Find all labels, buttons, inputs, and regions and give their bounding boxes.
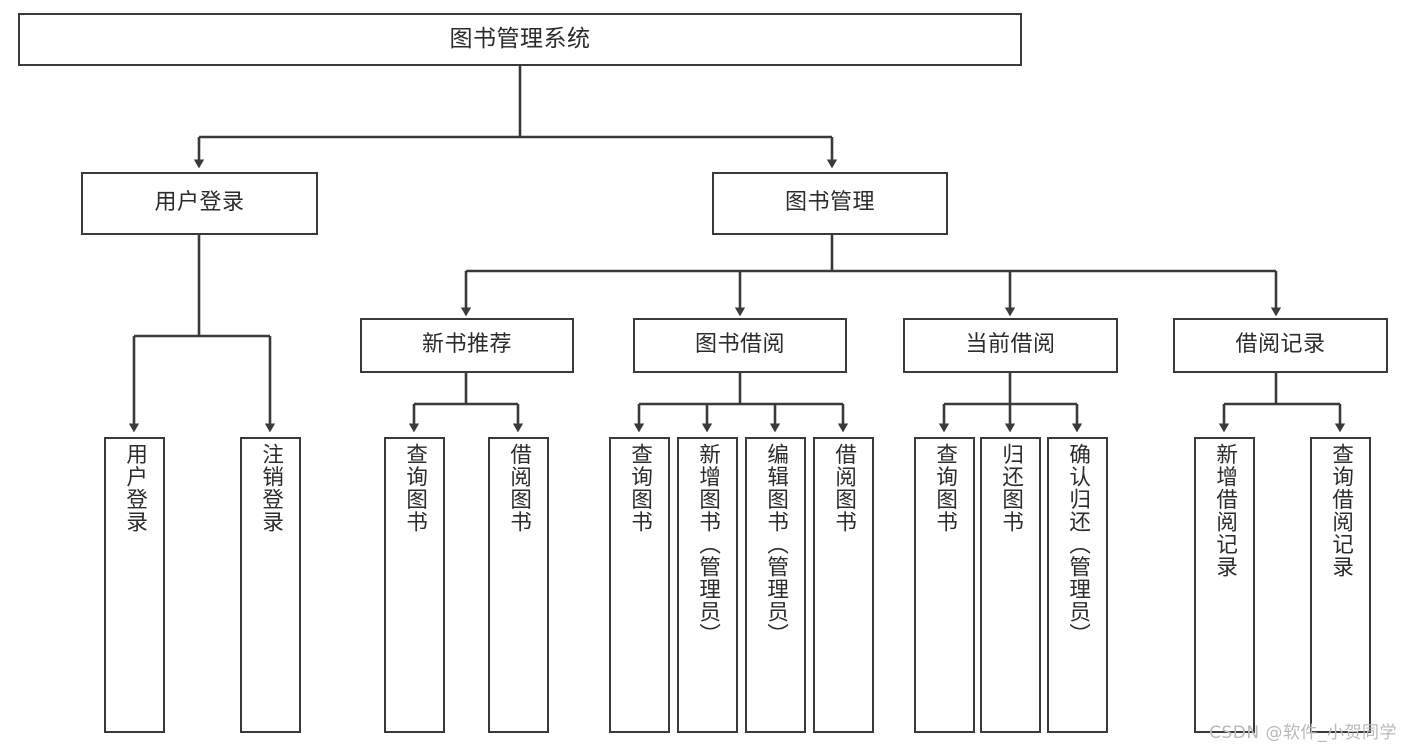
node-leaf-query-book-2-label: 查询图书 (627, 443, 653, 533)
node-leaf-query-book-3[interactable]: 查询图书 (914, 437, 975, 733)
node-leaf-confirm-return-label: 确认归还（管理员） (1065, 443, 1091, 646)
node-leaf-edit-book[interactable]: 编辑图书（管理员） (745, 437, 806, 733)
node-borrow-record-label: 借阅记录 (1235, 332, 1326, 358)
node-leaf-borrow-book-1-label: 借阅图书 (506, 443, 532, 533)
node-leaf-return-book-label: 归还图书 (998, 443, 1024, 533)
node-user-login-label: 用户登录 (154, 190, 245, 216)
node-leaf-add-book[interactable]: 新增图书（管理员） (677, 437, 738, 733)
node-book-management-label: 图书管理 (784, 190, 875, 216)
node-leaf-borrow-book-2-label: 借阅图书 (831, 443, 857, 533)
node-leaf-user-login-label: 用户登录 (122, 443, 148, 533)
node-book-borrow[interactable]: 图书借阅 (633, 318, 847, 373)
node-root[interactable]: 图书管理系统 (18, 13, 1022, 66)
node-leaf-add-borrow-record[interactable]: 新增借阅记录 (1194, 437, 1255, 733)
node-leaf-add-borrow-record-label: 新增借阅记录 (1212, 443, 1238, 578)
node-leaf-query-borrow-record[interactable]: 查询借阅记录 (1310, 437, 1371, 733)
node-current-borrow[interactable]: 当前借阅 (903, 318, 1118, 373)
node-leaf-logout-login[interactable]: 注销登录 (240, 437, 301, 733)
node-borrow-record[interactable]: 借阅记录 (1173, 318, 1388, 373)
node-book-management[interactable]: 图书管理 (712, 172, 948, 235)
node-leaf-confirm-return[interactable]: 确认归还（管理员） (1047, 437, 1108, 733)
node-leaf-query-book-1[interactable]: 查询图书 (384, 437, 445, 733)
node-new-book-recommend[interactable]: 新书推荐 (360, 318, 574, 373)
node-leaf-add-book-label: 新增图书（管理员） (695, 443, 721, 646)
node-root-label: 图书管理系统 (449, 25, 591, 52)
watermark: CSDN @软件_小贺同学 (1209, 723, 1397, 743)
node-leaf-borrow-book-2[interactable]: 借阅图书 (813, 437, 874, 733)
node-new-book-recommend-label: 新书推荐 (421, 332, 512, 358)
node-leaf-query-book-1-label: 查询图书 (402, 443, 428, 533)
node-leaf-query-book-3-label: 查询图书 (932, 443, 958, 533)
node-user-login[interactable]: 用户登录 (81, 172, 318, 235)
node-leaf-user-login[interactable]: 用户登录 (104, 437, 165, 733)
node-leaf-query-borrow-record-label: 查询借阅记录 (1328, 443, 1354, 578)
node-leaf-logout-login-label: 注销登录 (258, 443, 284, 533)
node-leaf-borrow-book-1[interactable]: 借阅图书 (488, 437, 549, 733)
node-leaf-edit-book-label: 编辑图书（管理员） (763, 443, 789, 646)
node-book-borrow-label: 图书借阅 (694, 332, 785, 358)
node-leaf-return-book[interactable]: 归还图书 (980, 437, 1041, 733)
node-leaf-query-book-2[interactable]: 查询图书 (609, 437, 670, 733)
node-current-borrow-label: 当前借阅 (965, 332, 1056, 358)
